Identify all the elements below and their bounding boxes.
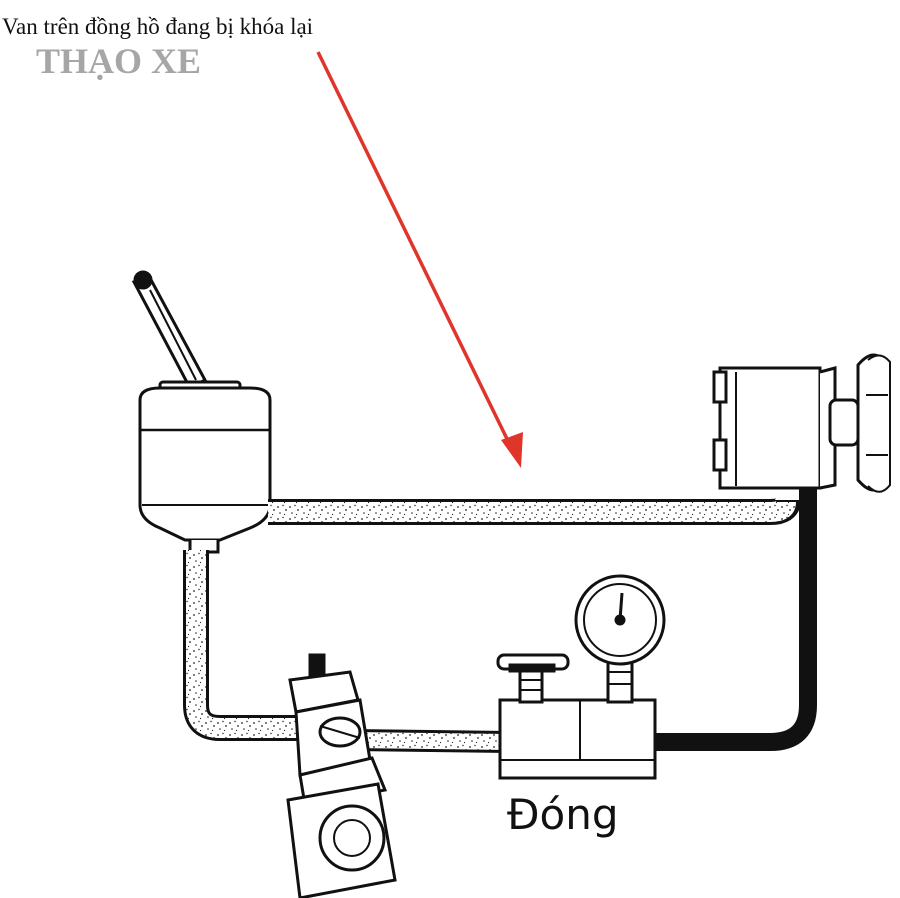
pressure-hose (540, 462, 817, 751)
valve-block (496, 653, 657, 780)
pointer-arrow (316, 51, 523, 468)
valve-closed-label: Đóng (507, 790, 619, 839)
return-hose (183, 550, 511, 753)
reservoir-tank (131, 270, 272, 554)
steering-gear (286, 653, 397, 898)
supply-hose (268, 497, 801, 525)
pressure-gauge (574, 574, 666, 704)
pump-assembly (712, 353, 891, 493)
watermark-logo: THẠO XE (36, 41, 202, 81)
caption-text: Van trên đồng hồ đang bị khóa lại (2, 14, 314, 39)
